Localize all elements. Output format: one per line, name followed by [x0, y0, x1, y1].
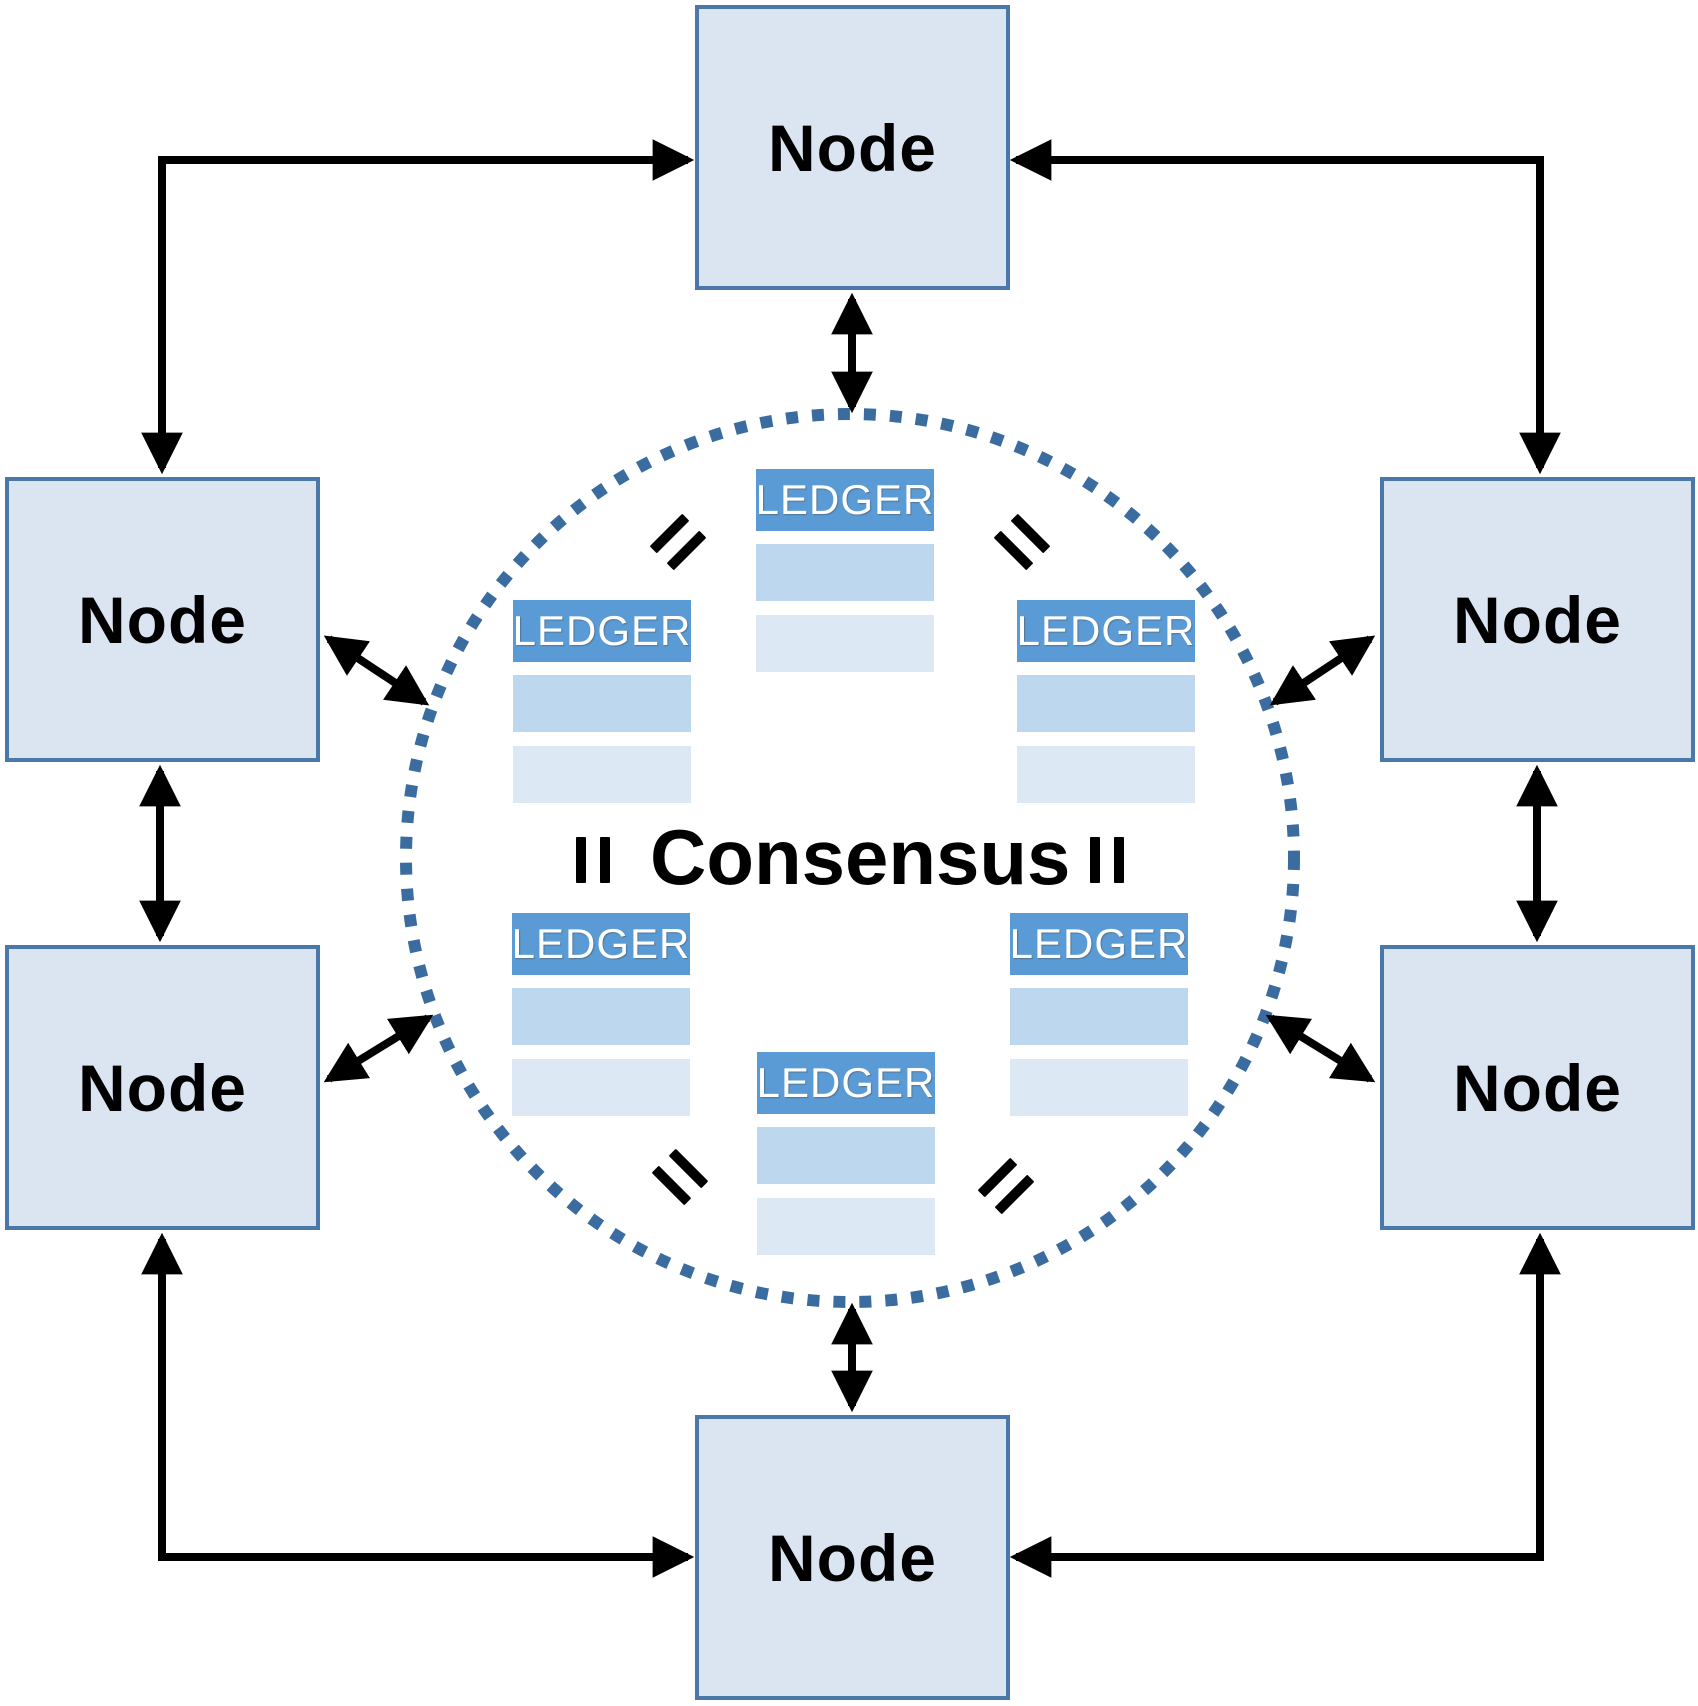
- arrow-right-upper-to-circle: [1269, 635, 1376, 706]
- arrow-elbow-bottom-right: [1009, 1232, 1561, 1578]
- ledger-table-lower-left: LEDGER: [512, 913, 690, 1130]
- ledger-row: [1010, 988, 1188, 1045]
- ledger-row: [512, 1059, 690, 1116]
- node-box-left-upper: Node: [5, 477, 320, 762]
- arrow-elbow-top-left: [141, 139, 695, 475]
- ledger-row: [1010, 1059, 1188, 1116]
- ledger-row: [513, 675, 691, 732]
- ledger-table-bottom: LEDGER: [757, 1052, 935, 1269]
- arrow-left-lower-to-circle: [323, 1014, 434, 1083]
- ledger-header: LEDGER: [513, 600, 691, 662]
- ledger-table-top: LEDGER: [756, 469, 934, 686]
- equals-bar: [1114, 837, 1124, 883]
- ledger-table-upper-right: LEDGER: [1017, 600, 1195, 817]
- ledger-table-upper-left: LEDGER: [513, 600, 691, 817]
- ledger-header: LEDGER: [1017, 600, 1195, 662]
- equals-sign-middle-right: [1090, 837, 1124, 883]
- equals-bar: [1090, 837, 1100, 883]
- node-label: Node: [78, 1050, 247, 1125]
- arrow-left-upper-to-circle: [323, 635, 430, 706]
- ledger-row: [512, 988, 690, 1045]
- ledger-header: LEDGER: [757, 1052, 935, 1114]
- node-label: Node: [768, 1520, 937, 1595]
- ledger-row: [756, 544, 934, 601]
- node-label: Node: [768, 110, 937, 185]
- ledger-row: [757, 1198, 935, 1255]
- node-box-right-lower: Node: [1380, 945, 1695, 1230]
- ledger-row: [1017, 746, 1195, 803]
- equals-bar: [600, 837, 610, 883]
- ledger-row: [757, 1127, 935, 1184]
- consensus-title: Consensus: [650, 813, 1071, 901]
- node-box-left-lower: Node: [5, 945, 320, 1230]
- equals-bar: [576, 837, 586, 883]
- ledger-header: LEDGER: [1010, 913, 1188, 975]
- node-label: Node: [78, 582, 247, 657]
- equals-sign-middle-left: [576, 837, 610, 883]
- arrow-right-lower-to-circle: [1265, 1014, 1376, 1083]
- node-box-bottom: Node: [695, 1415, 1010, 1700]
- ledger-row: [1017, 675, 1195, 732]
- ledger-table-lower-right: LEDGER: [1010, 913, 1188, 1130]
- node-label: Node: [1453, 582, 1622, 657]
- node-box-top: Node: [695, 5, 1010, 290]
- ledger-row: [756, 615, 934, 672]
- ledger-header: LEDGER: [512, 913, 690, 975]
- arrow-elbow-top-right: [1009, 139, 1561, 475]
- node-box-right-upper: Node: [1380, 477, 1695, 762]
- consensus-boundary-circle: [400, 408, 1300, 1308]
- node-label: Node: [1453, 1050, 1622, 1125]
- arrow-elbow-bottom-left: [141, 1232, 695, 1578]
- ledger-row: [513, 746, 691, 803]
- ledger-header: LEDGER: [756, 469, 934, 531]
